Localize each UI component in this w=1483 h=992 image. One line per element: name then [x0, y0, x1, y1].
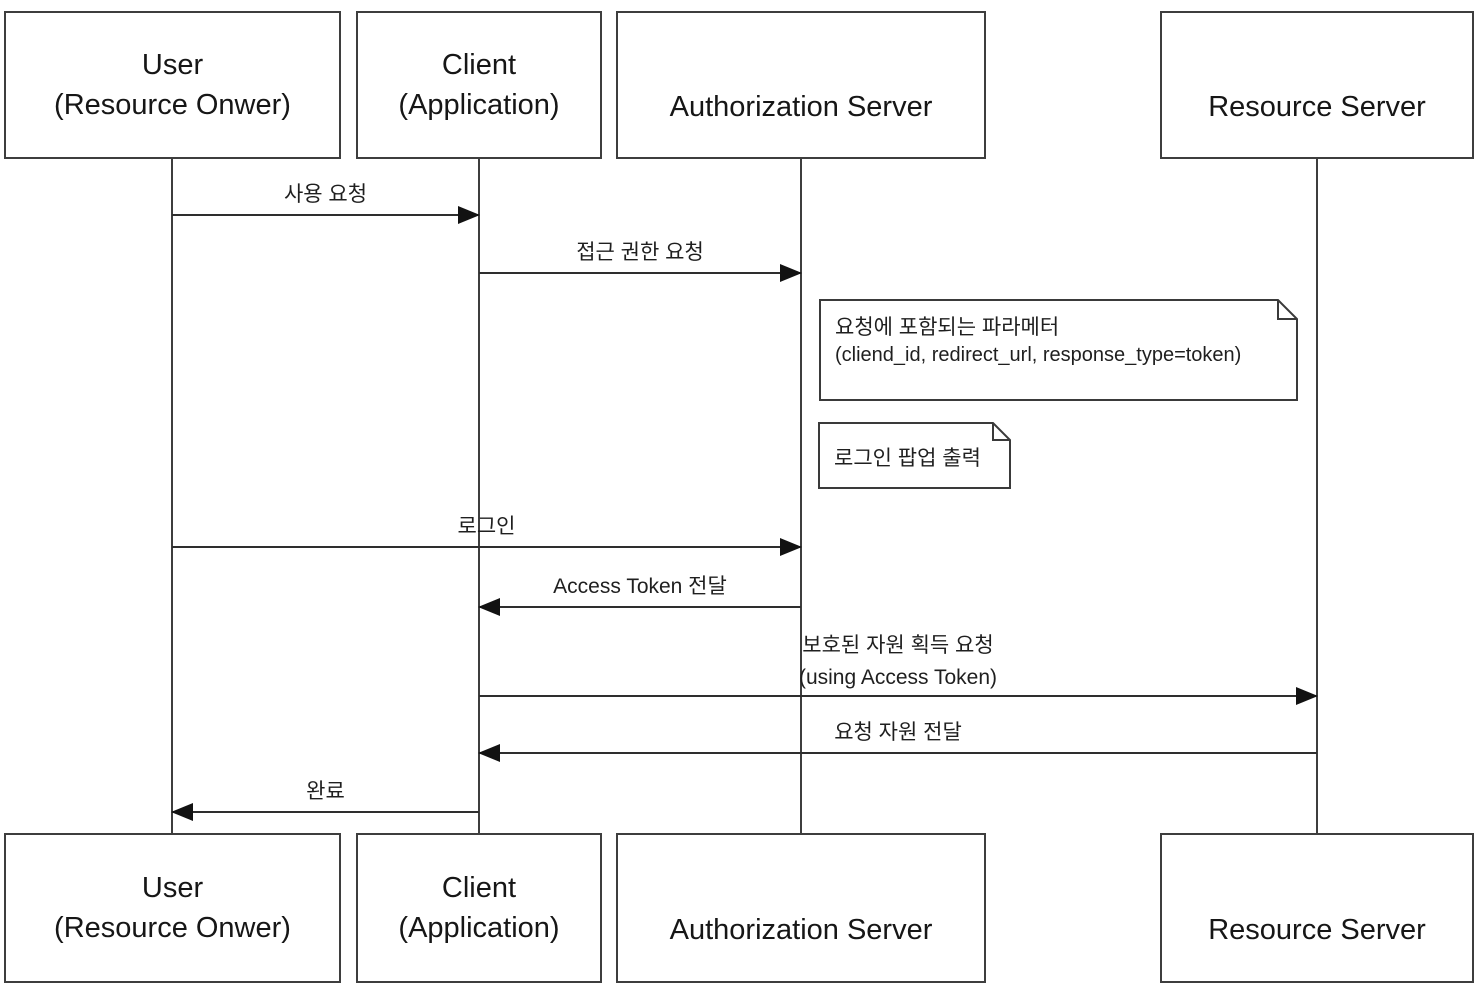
message-access-permission-request: 접근 권한 요청	[479, 241, 802, 282]
actor-label: Resource Server	[1208, 914, 1426, 946]
lifeline-authorization-server	[800, 159, 802, 833]
actor-user-top: User (Resource Onwer)	[4, 11, 341, 159]
actor-authorization-server-top: Authorization Server	[616, 11, 986, 159]
message-requested-resource-delivery: 요청 자원 전달	[478, 721, 1317, 762]
actor-resource-server-bottom: Resource Server	[1160, 833, 1474, 983]
actor-label: Resource Server	[1208, 91, 1426, 123]
message-label: Access Token 전달	[553, 575, 727, 598]
message-label: 요청 자원 전달	[834, 721, 962, 744]
note-line: 요청에 포함되는 파라메터	[835, 316, 1060, 339]
message-sublabel: (using Access Token)	[798, 666, 998, 689]
actor-client-bottom: Client (Application)	[356, 833, 602, 983]
actor-authorization-server-bottom: Authorization Server	[616, 833, 986, 983]
note-fold-icon	[1277, 300, 1297, 320]
actor-label: Client	[441, 872, 517, 904]
note-outline-icon	[818, 422, 1011, 489]
message-complete: 완료	[171, 780, 479, 821]
note-outline-icon	[819, 299, 1298, 401]
message-protected-resource-request: 보호된 자원 획득 요청 (using Access Token)	[479, 634, 1318, 705]
message-label: 보호된 자원 획득 요청	[802, 634, 994, 657]
lifeline-user	[171, 159, 173, 833]
note-line: 로그인 팝업 출력	[834, 447, 981, 470]
actor-label: User	[141, 49, 204, 81]
message-label: 로그인	[457, 515, 516, 538]
arrowhead-left-icon	[171, 803, 193, 821]
note-login-popup: 로그인 팝업 출력	[818, 422, 1011, 489]
arrowhead-right-icon	[780, 264, 802, 282]
actor-label: Authorization Server	[669, 914, 933, 946]
actor-sublabel: (Resource Onwer)	[54, 89, 291, 121]
arrowhead-right-icon	[780, 538, 802, 556]
note-request-parameters: 요청에 포함되는 파라메터 (cliend_id, redirect_url, …	[819, 299, 1298, 401]
lifeline-client	[478, 159, 480, 833]
message-label: 완료	[306, 780, 345, 803]
actor-label: Authorization Server	[669, 91, 933, 123]
arrowhead-left-icon	[478, 598, 500, 616]
arrowhead-right-icon	[458, 206, 480, 224]
message-label: 사용 요청	[283, 183, 368, 206]
actor-sublabel: (Application)	[398, 912, 560, 944]
actor-sublabel: (Application)	[398, 89, 560, 121]
arrowhead-left-icon	[478, 744, 500, 762]
note-fold-icon	[992, 423, 1010, 441]
actor-label: User	[141, 872, 204, 904]
message-access-token-delivery: Access Token 전달	[478, 575, 801, 616]
actor-user-bottom: User (Resource Onwer)	[4, 833, 341, 983]
message-label: 접근 권한 요청	[576, 241, 704, 264]
actor-label: Client	[441, 49, 517, 81]
message-use-request: 사용 요청	[172, 183, 480, 224]
actor-client-top: Client (Application)	[356, 11, 602, 159]
note-line: (cliend_id, redirect_url, response_type=…	[835, 344, 1242, 366]
arrowhead-right-icon	[1296, 687, 1318, 705]
lifeline-resource-server	[1316, 159, 1318, 833]
actor-sublabel: (Resource Onwer)	[54, 912, 291, 944]
actor-resource-server-top: Resource Server	[1160, 11, 1474, 159]
message-login: 로그인	[172, 515, 802, 556]
